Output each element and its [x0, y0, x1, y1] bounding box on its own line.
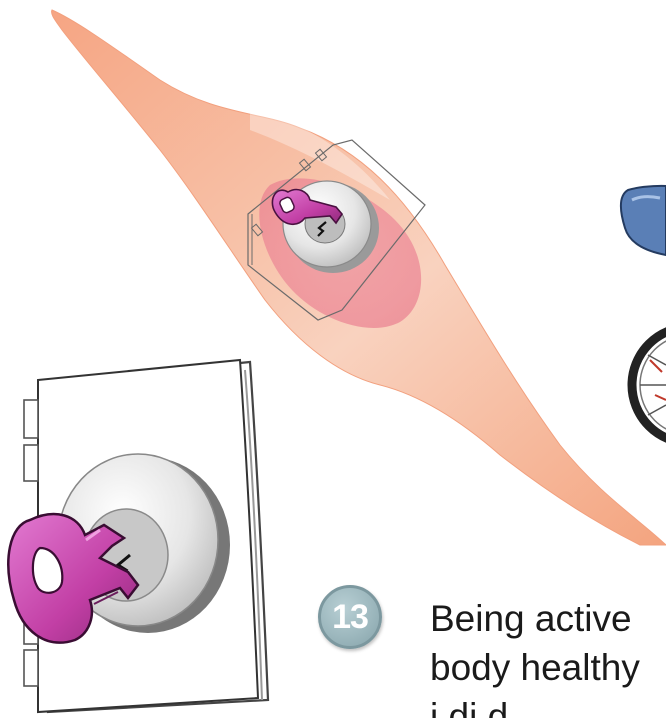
step-number: 13: [332, 598, 368, 637]
caption-line-1: Being active: [430, 594, 666, 643]
caption-line-2: body healthy: [430, 643, 666, 692]
caption-line-3: i di d: [430, 692, 666, 718]
step-number-badge: 13: [318, 585, 382, 649]
caption-text: Being active body healthy i di d: [430, 594, 666, 718]
bicycle-icon: [621, 186, 666, 443]
